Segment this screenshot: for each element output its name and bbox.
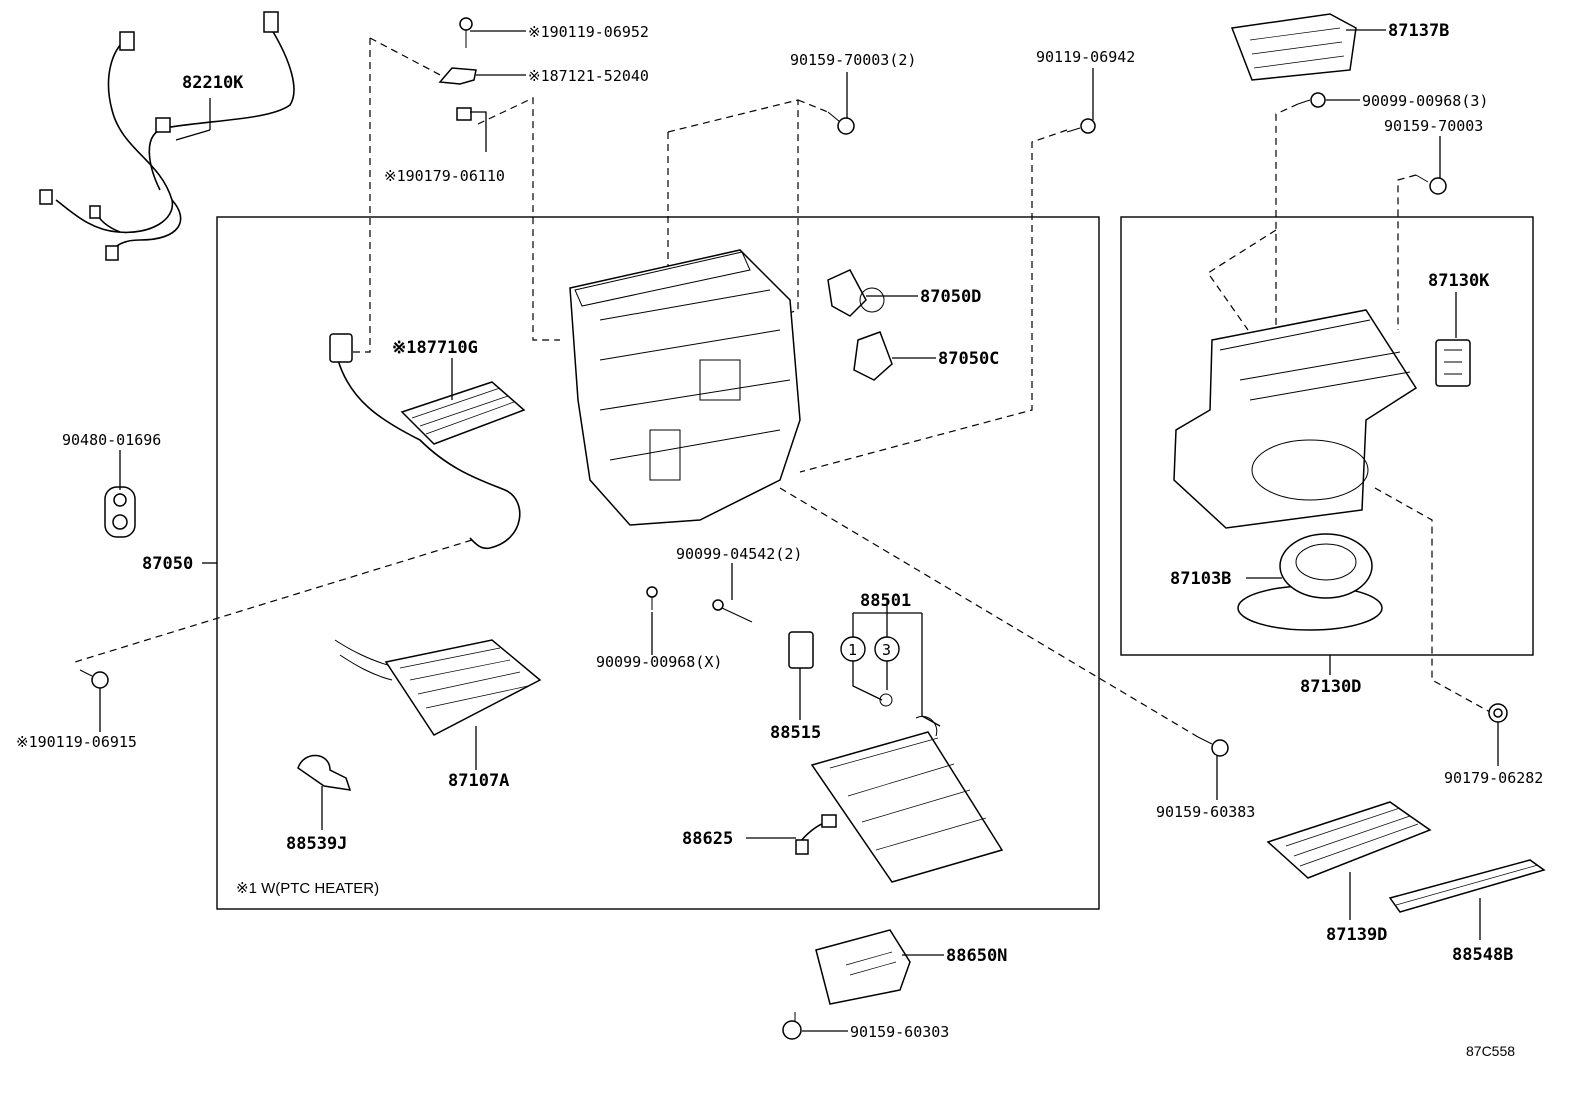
amplifier-88650n	[815, 929, 911, 1005]
label-87130d: 87130D	[1300, 677, 1361, 697]
label-90159-70003: 90159-70003	[1384, 117, 1483, 135]
clip-90179-06282	[1488, 703, 1508, 723]
screw-90159-60383	[1197, 736, 1229, 757]
screw-90099-00968-3	[1297, 92, 1326, 108]
blower-motor-87103b	[1237, 533, 1383, 631]
label-90099-00968-x: 90099-00968(X)	[596, 653, 722, 671]
labels: 82210K ※190119-06952 ※187121-52040 ※1901…	[16, 21, 1543, 1059]
cushion-strip-88548b	[1388, 859, 1546, 913]
screw-190119-06952	[459, 17, 473, 48]
label-88501: 88501	[860, 591, 911, 611]
heater-case	[569, 249, 801, 526]
filter-cover-87137b	[1230, 13, 1357, 81]
grommet-90480-01696	[104, 486, 136, 538]
label-90179-06282: 90179-06282	[1444, 769, 1543, 787]
label-87139d: 87139D	[1326, 925, 1387, 945]
screw-90159-70003	[1415, 174, 1447, 195]
note-ptc-heater: ※1 W(PTC HEATER)	[236, 880, 379, 897]
label-190119-06915: ※190119-06915	[16, 733, 137, 751]
label-82210k: 82210K	[182, 73, 244, 93]
heater-core-87107a	[334, 639, 542, 736]
label-87050c: 87050C	[938, 349, 999, 369]
callout-1-text: 1	[848, 641, 857, 659]
label-88548b: 88548B	[1452, 945, 1513, 965]
clip-187121-52040	[438, 67, 477, 85]
blower-unit-frame	[1120, 216, 1534, 656]
label-90159-70003-2: 90159-70003(2)	[790, 51, 916, 69]
bolt-90099-04542-2	[712, 599, 753, 623]
servo-motor-87050d	[827, 269, 885, 317]
label-190119-06952: ※190119-06952	[528, 23, 649, 41]
screw-90119-06942	[1066, 118, 1096, 134]
label-88515: 88515	[770, 723, 821, 743]
label-88539j: 88539J	[286, 834, 347, 854]
label-87050: 87050	[142, 554, 193, 574]
label-87107a: 87107A	[448, 771, 509, 791]
screw-90159-70003-2	[827, 111, 855, 135]
screw-90159-60303	[782, 1012, 802, 1040]
evaporator-88501	[810, 693, 1004, 883]
screw-190119-06915	[79, 669, 109, 689]
thermistor-88625	[795, 814, 837, 855]
sensor-88539j	[297, 754, 352, 791]
label-90119-06942: 90119-06942	[1036, 48, 1135, 66]
label-90159-60303: 90159-60303	[850, 1023, 949, 1041]
air-filter-87139d	[1266, 801, 1432, 879]
label-90099-00968-3: 90099-00968(3)	[1362, 92, 1488, 110]
wire-harness-82210k	[39, 11, 295, 261]
label-87137b: 87137B	[1388, 21, 1449, 41]
label-187710g: ※187710G	[392, 338, 478, 358]
screw-90099-00968-x	[646, 586, 658, 610]
label-90159-60383: 90159-60383	[1156, 803, 1255, 821]
diagram-code: 87C558	[1466, 1043, 1515, 1059]
callout-3-text: 3	[882, 641, 891, 659]
blower-resistor-87130k	[1435, 339, 1471, 387]
label-87050d: 87050D	[920, 287, 981, 307]
label-187121-52040: ※187121-52040	[528, 67, 649, 85]
leader-lines	[99, 29, 1499, 1032]
label-90480-01696: 90480-01696	[62, 431, 161, 449]
expansion-valve-88515	[788, 631, 814, 669]
label-87130k: 87130K	[1428, 271, 1490, 291]
label-88650n: 88650N	[946, 946, 1007, 966]
label-190179-06110: ※190179-06110	[384, 167, 505, 185]
label-90099-04542-2: 90099-04542(2)	[676, 545, 802, 563]
label-88625: 88625	[682, 829, 733, 849]
label-87103b: 87103B	[1170, 569, 1231, 589]
servo-motor-87050c	[853, 331, 893, 381]
ptc-heater-187710g	[329, 333, 526, 550]
blower-case	[1173, 309, 1418, 529]
clip-190179-06110	[456, 107, 472, 121]
